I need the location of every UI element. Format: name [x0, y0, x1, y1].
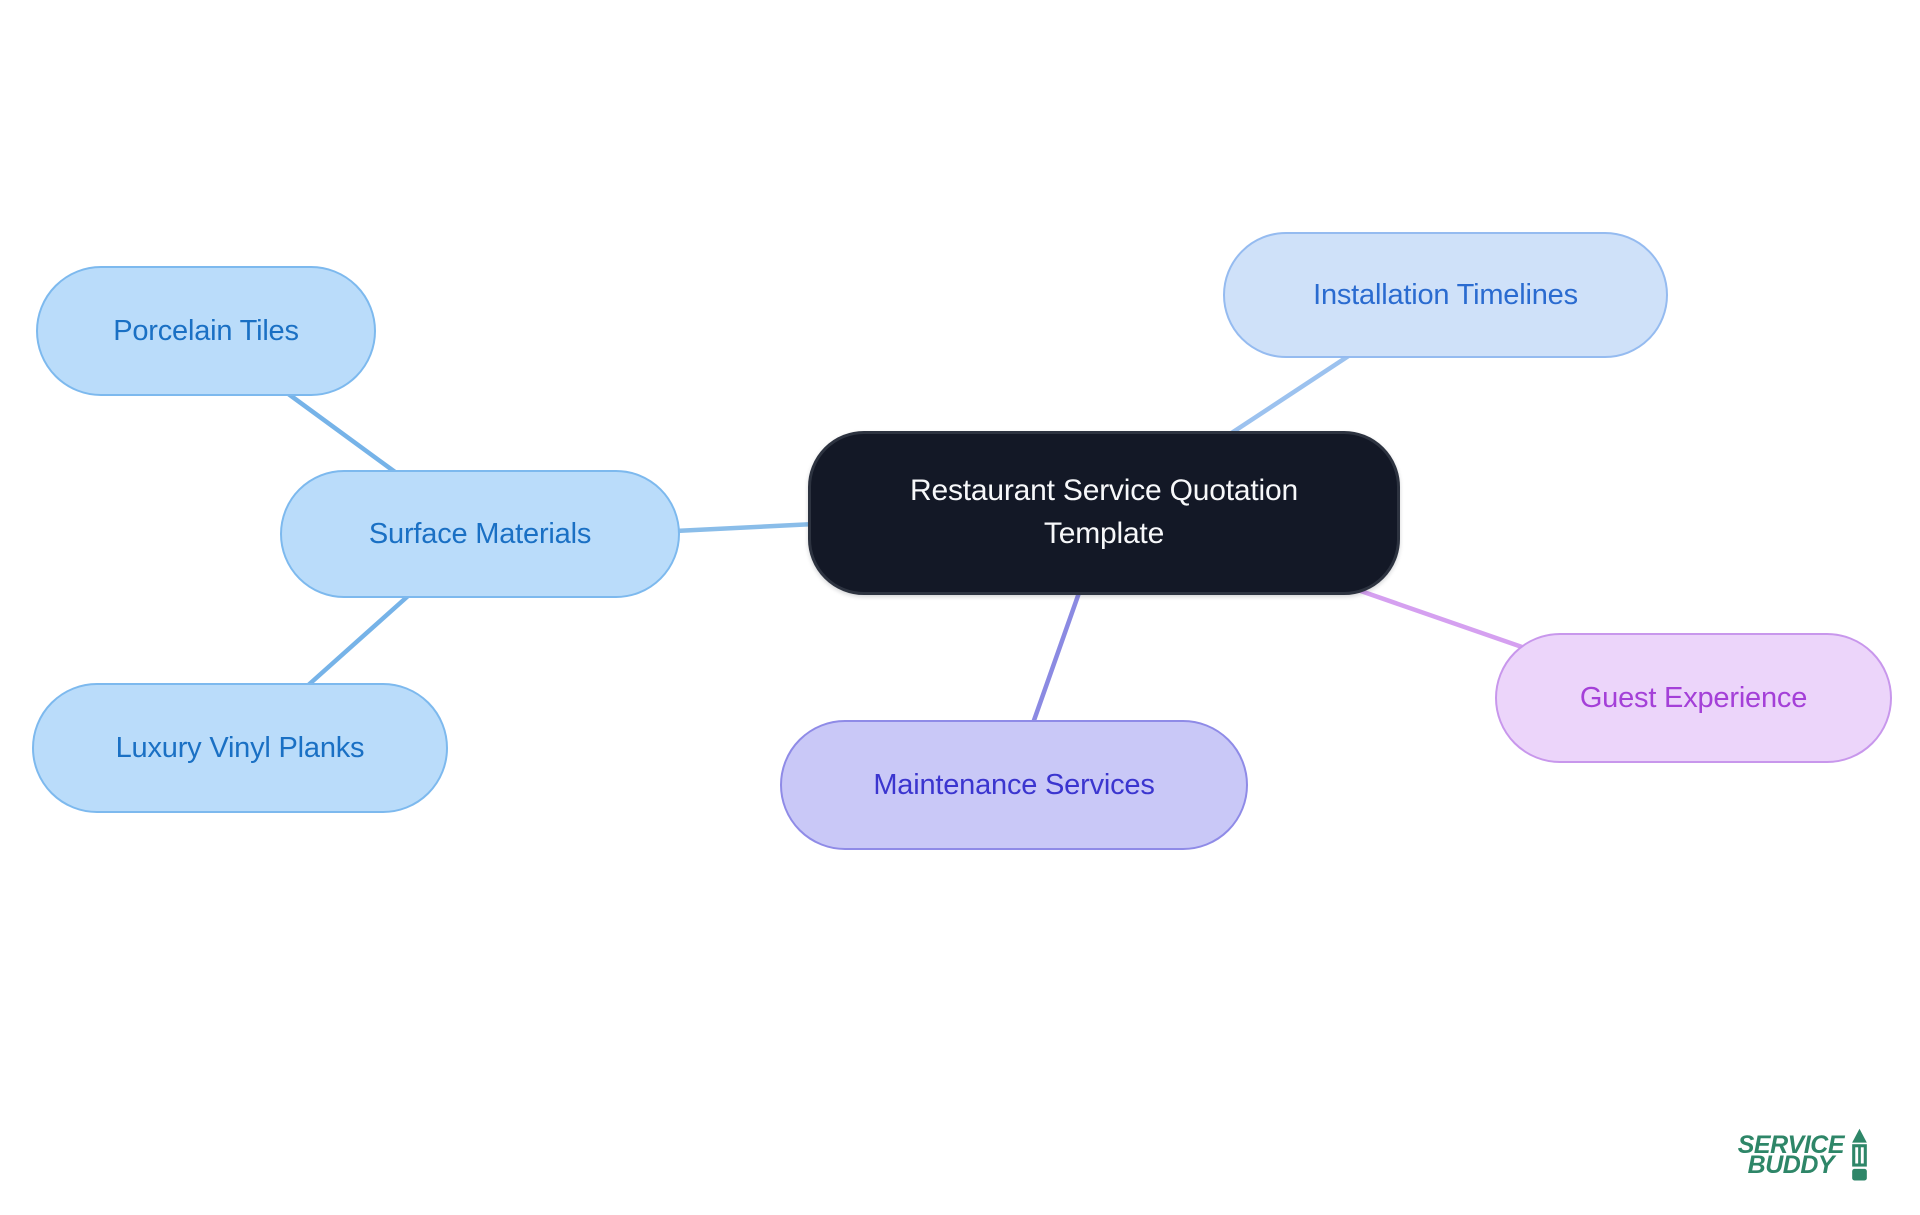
- node-central-restaurant-service-quotation-template[interactable]: Restaurant Service Quotation Template: [808, 431, 1400, 595]
- node-surface-materials[interactable]: Surface Materials: [280, 470, 680, 598]
- node-porcelain-tiles[interactable]: Porcelain Tiles: [36, 266, 376, 396]
- node-label: Guest Experience: [1579, 681, 1808, 714]
- node-label: Porcelain Tiles: [113, 314, 299, 347]
- logo-wordmark: SERVICE BUDDY: [1737, 1130, 1845, 1179]
- edge-surface-to-vinyl: [302, 593, 411, 691]
- node-label: Installation Timelines: [1313, 278, 1578, 311]
- edge-porcelain-to-surface: [280, 387, 398, 475]
- logo-line-buddy: BUDDY: [1747, 1151, 1835, 1179]
- node-label: Surface Materials: [368, 517, 592, 550]
- pencil-icon: [1852, 1128, 1867, 1181]
- node-label: Maintenance Services: [873, 768, 1155, 801]
- node-label: Restaurant Service Quotation Template: [910, 474, 1298, 550]
- node-maintenance-services[interactable]: Maintenance Services: [780, 720, 1248, 850]
- node-label: Luxury Vinyl Planks: [115, 731, 365, 764]
- logo-line-service: SERVICE: [1737, 1130, 1845, 1159]
- node-luxury-vinyl-planks[interactable]: Luxury Vinyl Planks: [32, 683, 448, 813]
- edge-central-to-installation: [1227, 352, 1353, 437]
- edge-central-to-maintenance: [1029, 587, 1083, 729]
- node-guest-experience[interactable]: Guest Experience: [1495, 633, 1892, 763]
- service-buddy-logo: SERVICE BUDDY: [1738, 1128, 1868, 1182]
- edge-surface-to-central: [672, 521, 818, 534]
- node-installation-timelines[interactable]: Installation Timelines: [1223, 232, 1668, 358]
- edge-central-to-guest: [1352, 586, 1525, 650]
